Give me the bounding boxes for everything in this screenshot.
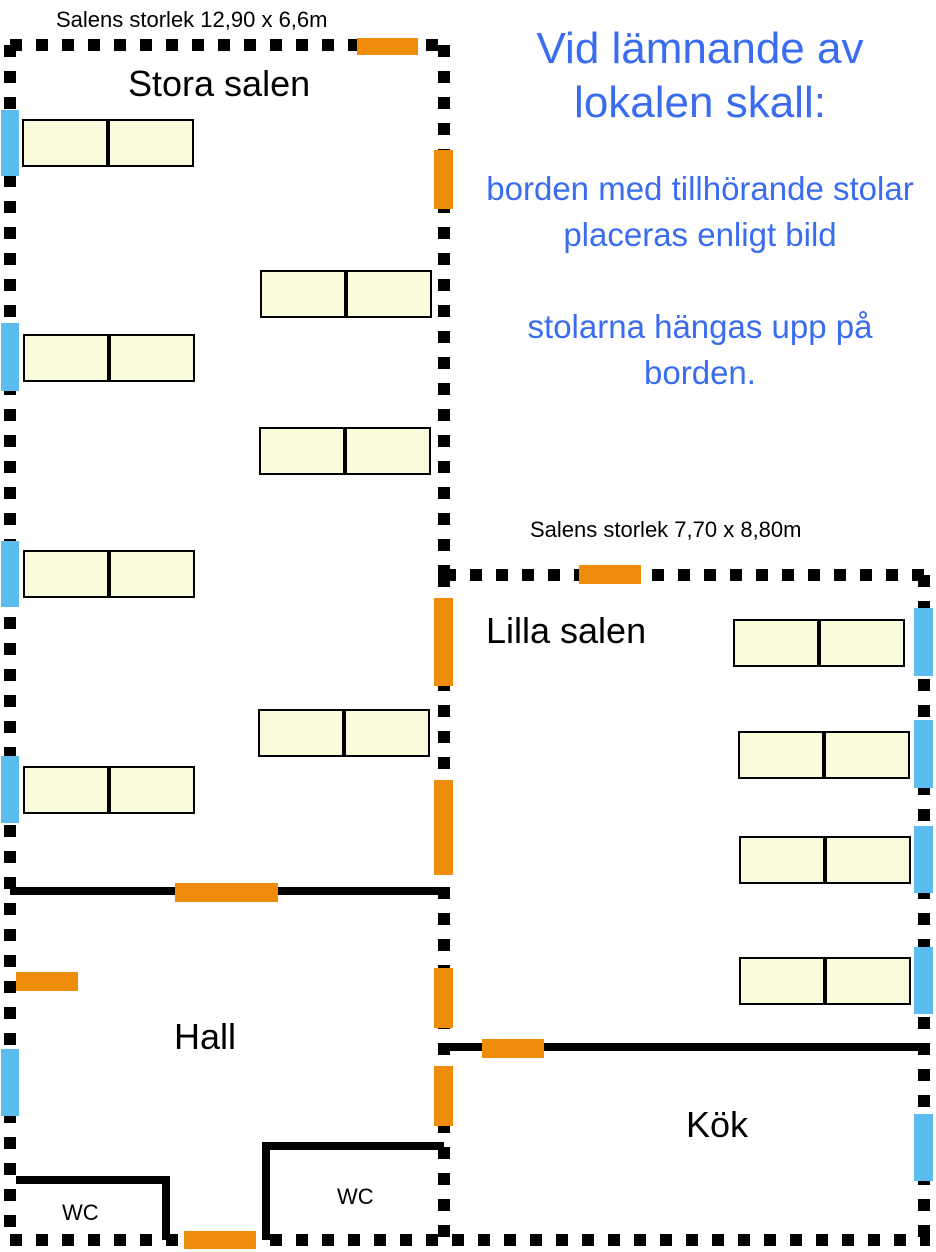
window: [1, 110, 19, 176]
table: [23, 766, 109, 814]
window: [914, 608, 933, 676]
table: [108, 119, 194, 167]
window: [914, 826, 933, 893]
stora-salen-label: Stora salen: [128, 63, 311, 104]
table: [109, 766, 195, 814]
door: [184, 1231, 256, 1249]
inner-walls: [10, 887, 930, 1240]
instructions-note: Vid lämnande av lokalen skall: borden me…: [470, 22, 930, 396]
table: [22, 119, 108, 167]
instructions-title: Vid lämnande av lokalen skall:: [536, 24, 864, 127]
instructions-line-1: borden med tillhörande stolar placeras e…: [486, 170, 914, 253]
door: [357, 38, 418, 55]
table: [260, 270, 346, 318]
table: [109, 334, 195, 382]
lilla-salen-size-label: Salens storlek 7,70 x 8,80m: [530, 517, 802, 542]
table: [23, 550, 109, 598]
table: [739, 957, 825, 1005]
window: [1, 541, 19, 607]
wc-right-label: WC: [337, 1184, 374, 1209]
window: [914, 1114, 933, 1181]
table: [825, 957, 911, 1005]
door: [434, 968, 453, 1028]
wc-right-wall: [262, 1142, 444, 1240]
table: [819, 619, 905, 667]
wc-left-label: WC: [62, 1200, 99, 1225]
window: [1, 756, 19, 823]
wc-left-wall: [16, 1176, 170, 1240]
door: [434, 780, 453, 875]
table: [344, 709, 430, 757]
table: [733, 619, 819, 667]
table: [259, 427, 345, 475]
table: [824, 731, 910, 779]
window: [1, 323, 19, 391]
door: [434, 150, 453, 209]
lilla-salen-label: Lilla salen: [486, 610, 647, 651]
table: [109, 550, 195, 598]
windows: [1, 110, 933, 1181]
door: [175, 883, 278, 902]
table: [739, 836, 825, 884]
hall-label: Hall: [174, 1016, 237, 1057]
window: [1, 1049, 19, 1116]
door: [16, 972, 78, 991]
doors: [16, 38, 641, 1249]
window: [914, 720, 933, 788]
door: [482, 1039, 544, 1058]
table: [738, 731, 824, 779]
door: [434, 1066, 453, 1126]
table: [258, 709, 344, 757]
window: [914, 947, 933, 1014]
table: [345, 427, 431, 475]
table: [23, 334, 109, 382]
table: [825, 836, 911, 884]
tables: [22, 119, 911, 1005]
stora-salen-size-label: Salens storlek 12,90 x 6,6m: [56, 7, 328, 32]
kok-label: Kök: [686, 1104, 749, 1145]
instructions-line-2: stolarna hängas upp på borden.: [527, 308, 873, 391]
door: [434, 598, 453, 686]
door: [579, 565, 641, 584]
table: [346, 270, 432, 318]
